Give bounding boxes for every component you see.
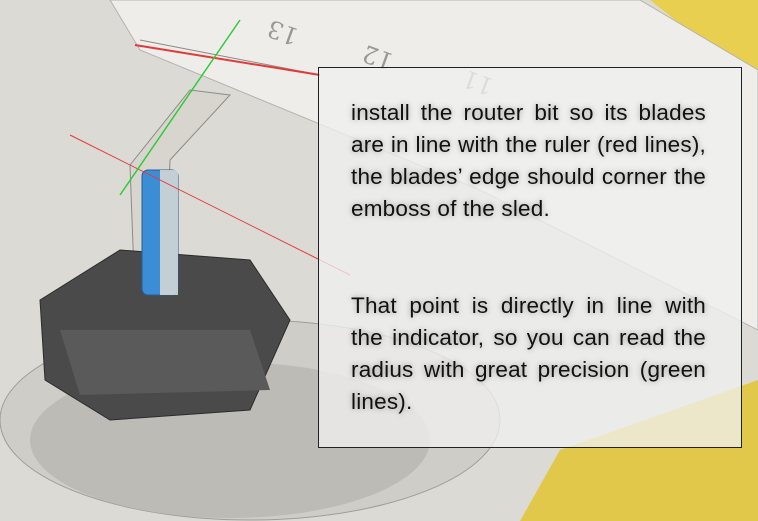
instruction-paragraph-2: That point is directly in line with the … <box>351 293 706 414</box>
instruction-paragraph-1: install the router bit so its blades are… <box>351 100 706 221</box>
red-guide-line-ruler <box>134 44 321 76</box>
green-guide-line <box>119 19 241 196</box>
yellow-sled-top <box>650 0 758 90</box>
instruction-note-box: install the router bit so its blades are… <box>318 67 742 448</box>
red-guide-line-blade <box>69 134 351 276</box>
